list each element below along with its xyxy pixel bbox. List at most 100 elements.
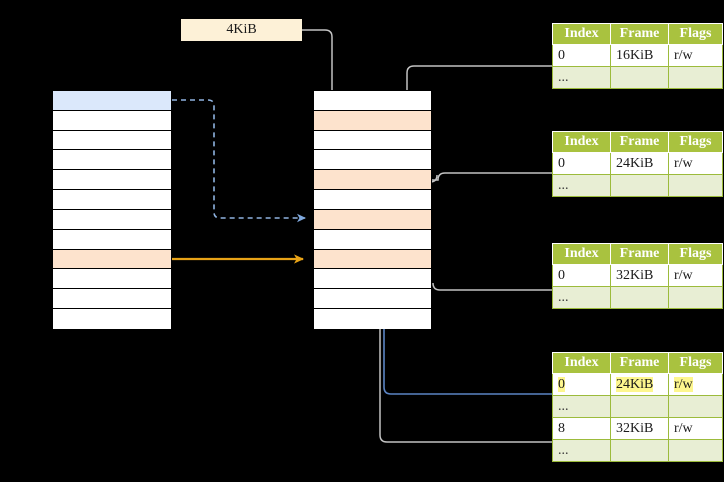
page-table-level-2-cell: [610, 174, 669, 197]
page-table-level-2-r1-index-value: ...: [558, 177, 569, 193]
page-table-level-3-cell: ...: [552, 286, 611, 309]
page-table-level-4-cell: 32KiB: [610, 417, 669, 440]
physical-frame-row-9: [314, 269, 431, 290]
page-table-level-2-r0-frame-value: 24KiB: [616, 155, 654, 171]
physical-frame-row-10: [314, 289, 431, 310]
physical-frame-row-0: [314, 91, 431, 111]
page-table-level-4-r2-frame-value: 32KiB: [616, 420, 654, 436]
page-table-level-4-header-flags: Flags: [668, 352, 723, 374]
virtual-page-row-10: [53, 289, 171, 310]
page-table-level-4-r0-flags-value: r/w: [674, 376, 693, 392]
virtual-page-row-1: [53, 110, 171, 131]
wire-virtual-page-to-frame-dashed: [172, 99, 306, 223]
page-table-level-2-r0-index-value: 0: [558, 155, 565, 171]
physical-frame-row-1: [314, 110, 431, 131]
virtual-page-row-5: [53, 190, 171, 210]
page-table-level-4-cell: [668, 395, 723, 418]
page-table-level-2-row-0: 0 24KiB r/w: [552, 152, 723, 175]
page-table-level-2-header-frame: Frame: [610, 131, 669, 153]
page-table-level-3-r0-frame-value: 32KiB: [616, 267, 654, 283]
page-table-level-4-row-3: ...: [552, 439, 723, 462]
page-table-level-2-header-index: Index: [552, 131, 611, 153]
page-table-level-4-r3-index-value: ...: [558, 442, 569, 458]
page-table-level-1-row-0: 0 16KiB r/w: [552, 44, 723, 67]
page-table-level-1-r0-index-value: 0: [558, 47, 565, 63]
page-table-level-3-cell: [668, 286, 723, 309]
wire-level2-table-to-frame: [432, 172, 552, 181]
physical-frame-row-4: [314, 170, 431, 191]
physical-frame-row-5: [314, 190, 431, 210]
page-table-level-1-cell: r/w: [668, 44, 723, 67]
physical-frame-row-3: [314, 150, 431, 171]
page-table-level-4-r0-frame-value: 24KiB: [616, 376, 654, 392]
page-table-level-4-cell: r/w: [668, 373, 723, 396]
page-table-level-2-row-1: ...: [552, 174, 723, 197]
virtual-page-row-6: [53, 209, 171, 230]
virtual-page-row-2: [53, 130, 171, 151]
page-table-level-3-cell: 32KiB: [610, 264, 669, 287]
page-table-level-4-r1-index-value: ...: [558, 398, 569, 414]
physical-memory-column: [313, 90, 432, 329]
virtual-page-row-3: [53, 150, 171, 171]
page-table-level-3-cell: [610, 286, 669, 309]
page-table-level-4-header-frame: Frame: [610, 352, 669, 374]
page-table-level-1-cell: 16KiB: [610, 44, 669, 67]
wire-level3-table-to-frame: [432, 282, 552, 291]
virtual-page-row-4: [53, 170, 171, 191]
page-table-level-2-cell: [668, 174, 723, 197]
page-table-level-1-r0-flags-value: r/w: [674, 47, 693, 63]
page-table-level-3-cell: r/w: [668, 264, 723, 287]
page-table-level-4-cell: [610, 395, 669, 418]
page-table-level-1-header-index: Index: [552, 23, 611, 45]
page-table-level-1-cell: [610, 66, 669, 89]
page-table-level-3-header-flags: Flags: [668, 243, 723, 265]
virtual-page-row-0: [53, 91, 171, 111]
page-table-level-3-cell: 0: [552, 264, 611, 287]
page-table-level-2-header-flags: Flags: [668, 131, 723, 153]
size-label-text: 4KiB: [226, 22, 257, 37]
page-table-level-2-r0-flags-value: r/w: [674, 155, 693, 171]
page-table-level-1-cell: [668, 66, 723, 89]
page-table-level-4-row-2: 8 32KiB r/w: [552, 417, 723, 440]
page-table-level-4-cell: ...: [552, 439, 611, 462]
virtual-page-row-11: [53, 309, 171, 329]
physical-frame-row-2: [314, 130, 431, 151]
virtual-page-row-9: [53, 269, 171, 290]
page-table-level-3-header-index: Index: [552, 243, 611, 265]
page-table-level-3-header-frame: Frame: [610, 243, 669, 265]
page-table-level-1-r1-index-value: ...: [558, 69, 569, 85]
page-table-level-2-cell: ...: [552, 174, 611, 197]
page-table-level-4-r2-index-value: 8: [558, 420, 565, 436]
page-table-level-4-row-0: 0 24KiB r/w: [552, 373, 723, 396]
physical-frame-row-7: [314, 229, 431, 250]
page-table-level-2-cell: r/w: [668, 152, 723, 175]
page-table-level-3-r1-index-value: ...: [558, 289, 569, 305]
physical-frame-row-11: [314, 309, 431, 329]
page-table-level-4-r2-flags-value: r/w: [674, 420, 693, 436]
page-table-level-1-row-1: ...: [552, 66, 723, 89]
page-table-level-3-row-0: 0 32KiB r/w: [552, 264, 723, 287]
page-table-level-1-header-frame: Frame: [610, 23, 669, 45]
page-table-level-4-cell: 24KiB: [610, 373, 669, 396]
page-table-level-1-r0-frame-value: 16KiB: [616, 47, 654, 63]
page-table-level-4-cell: 0: [552, 373, 611, 396]
virtual-address-space-column: [52, 90, 172, 329]
page-table-level-4-cell: [668, 439, 723, 462]
page-table-level-4-r0-index-value: 0: [558, 376, 565, 392]
page-table-level-3-r0-flags-value: r/w: [674, 267, 693, 283]
page-table-level-1-cell: 0: [552, 44, 611, 67]
page-table-level-2-cell: 0: [552, 152, 611, 175]
page-table-level-4-cell: [610, 439, 669, 462]
page-table-level-2-cell: 24KiB: [610, 152, 669, 175]
physical-frame-row-6: [314, 209, 431, 230]
page-table-level-1-header-flags: Flags: [668, 23, 723, 45]
page-table-level-1-cell: ...: [552, 66, 611, 89]
page-table-level-4-cell: r/w: [668, 417, 723, 440]
